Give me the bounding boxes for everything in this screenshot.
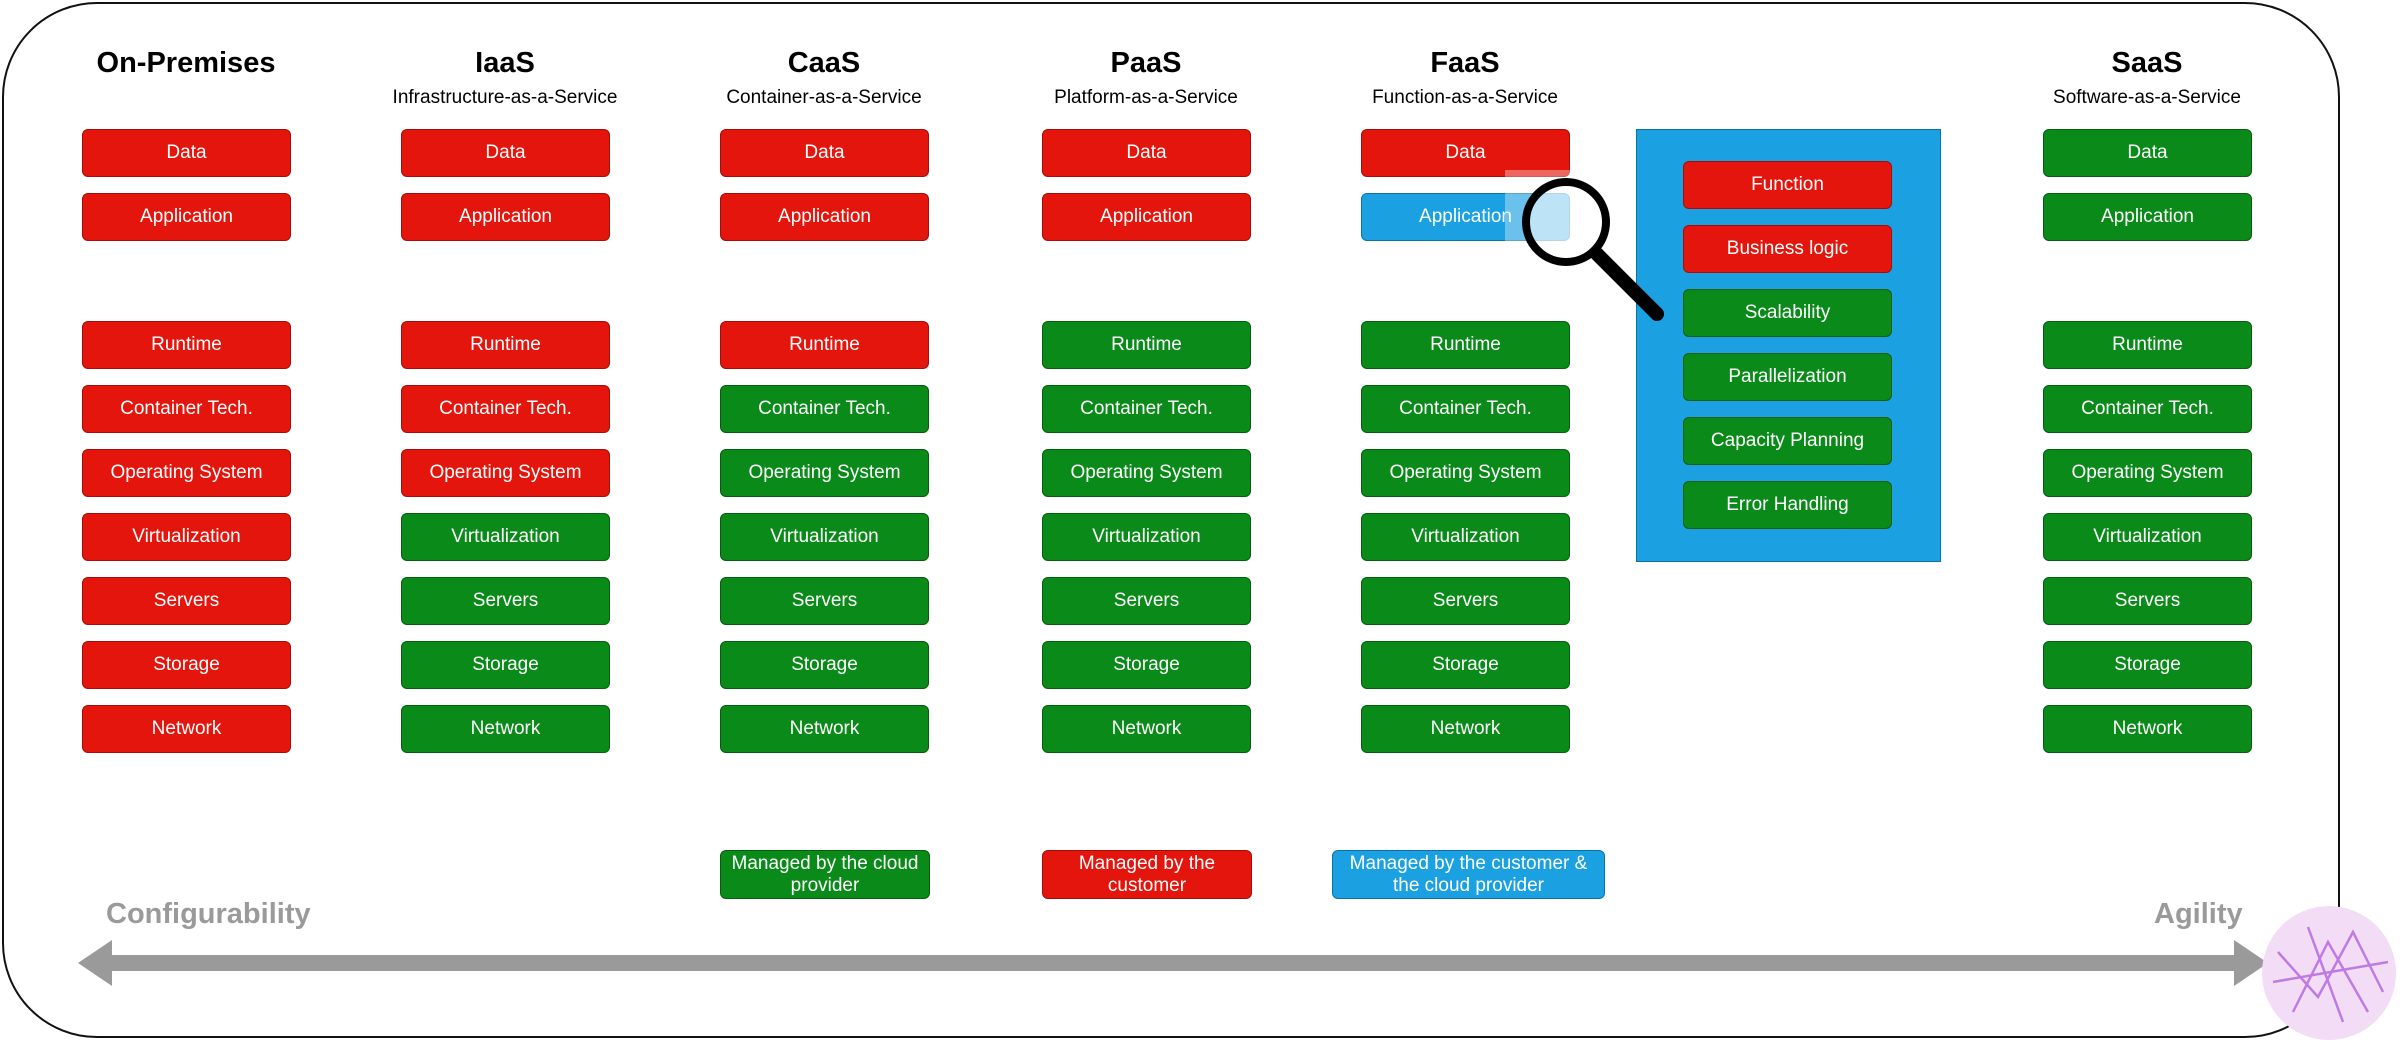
stack-block: Virtualization	[1361, 513, 1570, 561]
stack-block: Runtime	[401, 321, 610, 369]
stack-block: Network	[1042, 705, 1251, 753]
stack-block: Runtime	[1361, 321, 1570, 369]
faas-detail-block: Parallelization	[1683, 353, 1892, 401]
stack-block: Container Tech.	[401, 385, 610, 433]
stack-block: Virtualization	[720, 513, 929, 561]
stack-block: Network	[401, 705, 610, 753]
stack-block: Servers	[401, 577, 610, 625]
legend-cloud-provider: Managed by the cloud provider	[720, 850, 930, 899]
stack-block: Virtualization	[2043, 513, 2252, 561]
faas-detail-block: Error Handling	[1683, 481, 1892, 529]
column-title: On-Premises	[96, 47, 276, 79]
column-title: IaaS	[475, 47, 535, 79]
column-title: PaaS	[1110, 47, 1182, 79]
stack-block: Runtime	[1042, 321, 1251, 369]
column-subtitle: Software-as-a-Service	[2053, 87, 2241, 108]
stack-block: Operating System	[82, 449, 291, 497]
stack-block: Operating System	[2043, 449, 2252, 497]
stack-block: Storage	[2043, 641, 2252, 689]
stack-block: Data	[2043, 129, 2252, 177]
stack-block: Operating System	[1042, 449, 1251, 497]
stack-block: Container Tech.	[720, 385, 929, 433]
stack-block: Data	[1361, 129, 1570, 177]
faas-detail-block: Business logic	[1683, 225, 1892, 273]
magnifying-glass-icon	[1505, 170, 1664, 321]
stack-block: Operating System	[1361, 449, 1570, 497]
stack-block: Application	[82, 193, 291, 241]
column-title: CaaS	[787, 47, 861, 79]
legend-shared: Managed by the customer & the cloud prov…	[1332, 850, 1605, 899]
column-subtitle: Platform-as-a-Service	[1054, 87, 1238, 108]
stack-block: Operating System	[401, 449, 610, 497]
stack-block: Storage	[401, 641, 610, 689]
faas-detail-block: Scalability	[1683, 289, 1892, 337]
stack-block: Container Tech.	[82, 385, 291, 433]
stack-block: Container Tech.	[2043, 385, 2252, 433]
stack-block: Data	[720, 129, 929, 177]
stack-block: Network	[2043, 705, 2252, 753]
column-subtitle: Infrastructure-as-a-Service	[392, 87, 618, 108]
stack-block: Storage	[1042, 641, 1251, 689]
stack-block: Application	[1042, 193, 1251, 241]
stack-block: Virtualization	[401, 513, 610, 561]
logo-watermark	[2262, 906, 2396, 1040]
stack-block: Network	[720, 705, 929, 753]
stack-block: Application	[401, 193, 610, 241]
stack-block: Runtime	[2043, 321, 2252, 369]
stack-block: Data	[401, 129, 610, 177]
stack-block: Container Tech.	[1042, 385, 1251, 433]
faas-detail-block: Function	[1683, 161, 1892, 209]
stack-block: Servers	[82, 577, 291, 625]
stack-block: Servers	[1361, 577, 1570, 625]
stack-block: Operating System	[720, 449, 929, 497]
stack-block: Servers	[720, 577, 929, 625]
stack-block: Virtualization	[1042, 513, 1251, 561]
axis-label-agility: Agility	[2154, 898, 2243, 930]
stack-block: Virtualization	[82, 513, 291, 561]
stack-block: Container Tech.	[1361, 385, 1570, 433]
column-subtitle: Function-as-a-Service	[1372, 87, 1558, 108]
stack-block: Runtime	[720, 321, 929, 369]
stack-block: Servers	[1042, 577, 1251, 625]
stack-block: Network	[82, 705, 291, 753]
stack-block: Runtime	[82, 321, 291, 369]
stack-block: Storage	[82, 641, 291, 689]
stack-block: Network	[1361, 705, 1570, 753]
column-title: FaaS	[1430, 47, 1500, 79]
faas-detail-block: Capacity Planning	[1683, 417, 1892, 465]
axis-label-configurability: Configurability	[106, 898, 311, 930]
stack-block: Application	[2043, 193, 2252, 241]
stack-block: Data	[1042, 129, 1251, 177]
column-subtitle: Container-as-a-Service	[726, 87, 922, 108]
stack-block: Storage	[720, 641, 929, 689]
column-title: SaaS	[2111, 47, 2183, 79]
stack-block: Data	[82, 129, 291, 177]
stack-block: Storage	[1361, 641, 1570, 689]
legend-customer: Managed by the customer	[1042, 850, 1252, 899]
stack-block: Servers	[2043, 577, 2252, 625]
configurability-agility-arrow	[78, 940, 2268, 986]
stack-block: Application	[720, 193, 929, 241]
